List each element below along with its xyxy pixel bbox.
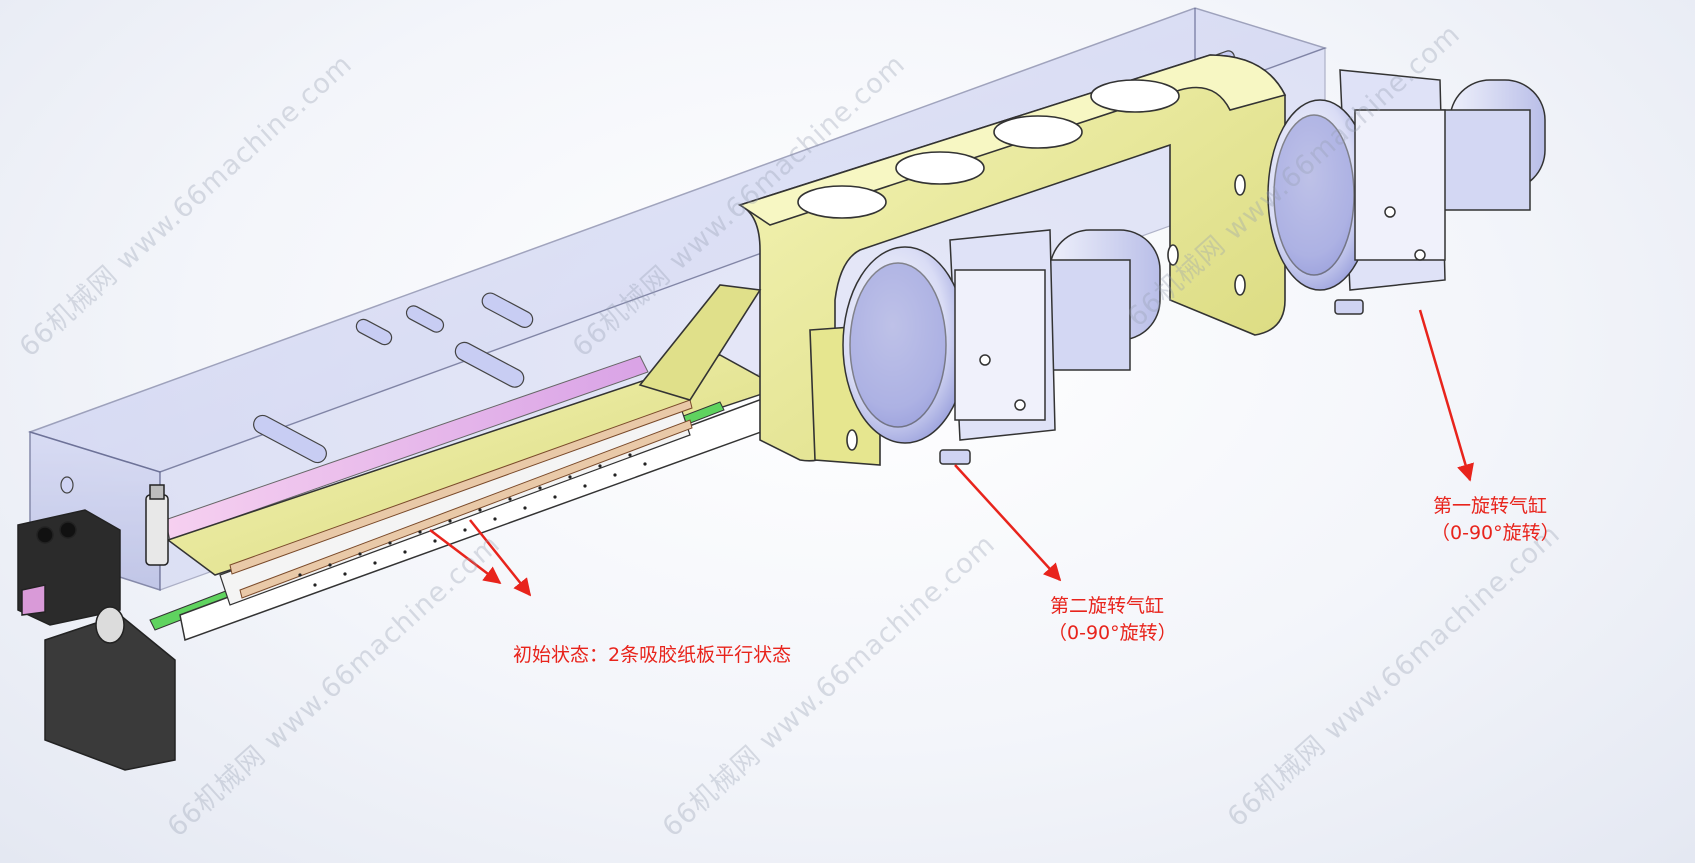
second-cylinder-name: 第二旋转气缸 — [1050, 595, 1165, 617]
first-cylinder-label: 第一旋转气缸 （0-90°旋转） — [1431, 493, 1560, 547]
guide-pins — [60, 50, 1235, 494]
suction-plates — [219, 399, 693, 606]
black-mount-block — [17, 484, 176, 771]
first-cylinder-name: 第一旋转气缸 — [1433, 495, 1548, 517]
initial-state-text: 初始状态：2条吸胶纸板平行状态 — [513, 644, 792, 666]
second-cylinder-range: （0-90°旋转） — [1048, 622, 1177, 644]
first-rotary-cylinder — [1267, 69, 1546, 315]
annotation-arrows — [429, 309, 1474, 597]
yellow-bracket — [638, 54, 1287, 466]
initial-state-label: 初始状态：2条吸胶纸板平行状态 — [513, 642, 791, 669]
second-rotary-cylinder — [842, 229, 1161, 465]
first-cylinder-range: （0-90°旋转） — [1431, 522, 1560, 544]
second-cylinder-label: 第二旋转气缸 （0-90°旋转） — [1048, 593, 1177, 647]
